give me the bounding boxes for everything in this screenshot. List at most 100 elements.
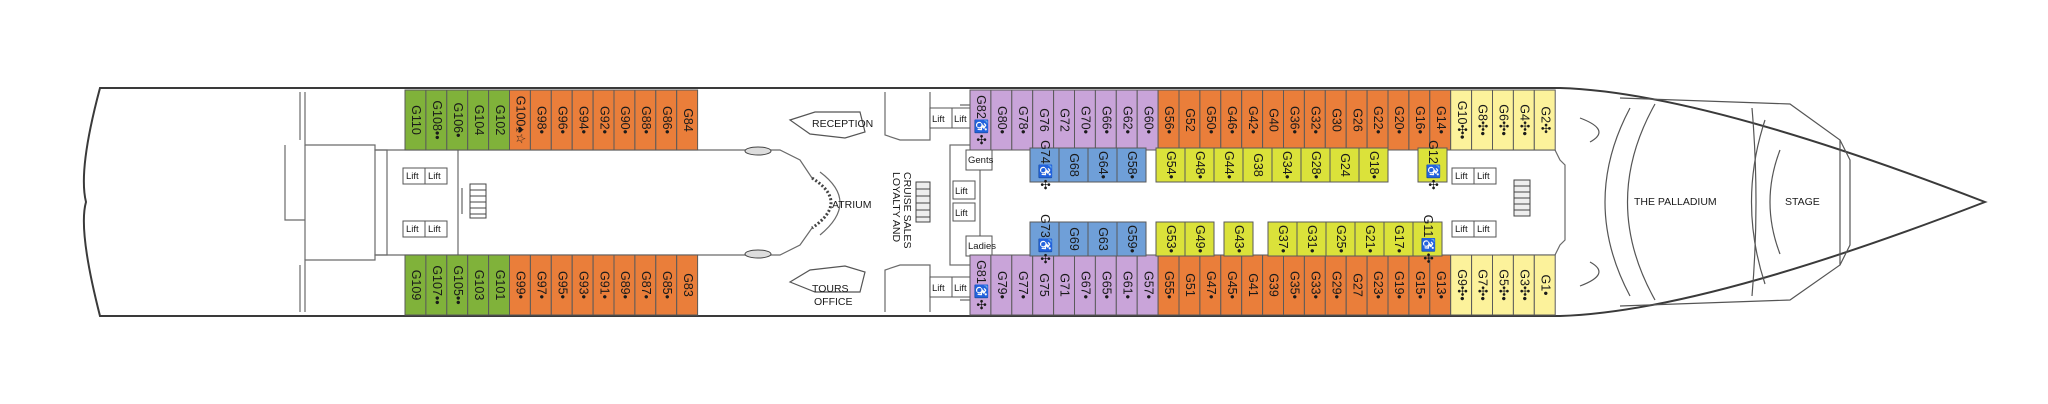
cabin-g34[interactable]: [1271, 147, 1302, 183]
cabin-label: G75: [1037, 273, 1051, 297]
cabin-label: G9✣•: [1455, 269, 1469, 301]
cabin-group-inner-top-c: G12♿✣: [1417, 140, 1448, 190]
cabin-label: G103: [472, 270, 486, 301]
cabin-group-inner-bottom-c: G43•: [1223, 221, 1254, 257]
cabin-label: G82♿✣: [974, 95, 989, 145]
cabin-label: G39: [1267, 273, 1281, 297]
stage-label: STAGE: [1785, 196, 1820, 208]
loyalty-cruise-sales-label: LOYALTY AND CRUISE SALES: [890, 172, 913, 248]
cabin-label: G17•: [1392, 225, 1406, 253]
loyalty-label-line2: CRUISE SALES: [901, 172, 913, 248]
cabin-label: G90•: [618, 106, 632, 134]
cabin-label: G95•: [556, 271, 570, 299]
cabin-g12[interactable]: [1417, 147, 1448, 183]
cabin-label: G26: [1350, 108, 1364, 132]
cabin-label: G77•: [1016, 271, 1030, 299]
lift-box: [1473, 167, 1497, 185]
cabin-label: G70•: [1079, 106, 1093, 134]
cabin-g1[interactable]: [1533, 254, 1556, 316]
cabin-label: G62•: [1121, 106, 1135, 134]
cabin-label: G1•: [1539, 274, 1553, 295]
cabin-g17[interactable]: [1383, 221, 1414, 257]
cabin-label: G53•: [1164, 225, 1178, 253]
cabin-g37[interactable]: [1267, 221, 1298, 257]
cabin-g24[interactable]: [1329, 147, 1360, 183]
cabin-g49[interactable]: [1184, 221, 1215, 257]
cabin-label: G67•: [1079, 271, 1093, 299]
tours-office-label-line1: TOURS: [812, 283, 849, 295]
lift-label: Lift: [406, 224, 419, 235]
forward-lifts: Lift Lift Lift Lift: [1451, 167, 1497, 238]
reception-label: RECEPTION: [812, 118, 873, 130]
lift-box: [952, 180, 976, 200]
lift-box: [952, 202, 976, 222]
cabin-g84[interactable]: [676, 89, 699, 151]
cabin-label: G107••: [430, 265, 444, 304]
cabin-g44[interactable]: [1213, 147, 1244, 183]
cabin-label: G109: [409, 270, 423, 301]
cabin-label: G20•: [1392, 106, 1406, 134]
cabin-label: G55•: [1162, 271, 1176, 299]
cabin-label: G80•: [995, 106, 1009, 134]
atrium-stairs: [744, 146, 931, 259]
cabin-g11[interactable]: [1412, 221, 1443, 257]
cabin-label: G30: [1330, 108, 1344, 132]
cabin-label: G64•: [1096, 151, 1110, 179]
cabin-label: G12♿✣: [1426, 140, 1441, 190]
cabin-label: G2✣: [1539, 106, 1553, 134]
cabin-label: G71: [1058, 273, 1072, 297]
cabin-g2[interactable]: [1533, 89, 1556, 151]
cabin-g59[interactable]: [1116, 221, 1147, 257]
aft-structures: [284, 92, 459, 312]
cabin-label: G46•: [1225, 106, 1239, 134]
cabin-g73[interactable]: [1029, 221, 1060, 257]
cabin-label: G10✣•: [1455, 101, 1469, 139]
cabin-label: G48•: [1193, 151, 1207, 179]
cabin-label: G8✣•: [1476, 104, 1490, 136]
cabin-label: G35•: [1288, 271, 1302, 299]
lift-label: Lift: [932, 283, 945, 294]
cabin-g18[interactable]: [1358, 147, 1389, 183]
cabin-label: G43•: [1232, 225, 1246, 253]
cabin-label: G96•: [556, 106, 570, 134]
aft-stairwell: [461, 183, 487, 219]
cabin-g63[interactable]: [1087, 221, 1118, 257]
cabin-g58[interactable]: [1116, 147, 1147, 183]
cabin-g28[interactable]: [1300, 147, 1331, 183]
cabin-label: G106•: [451, 103, 465, 138]
cabin-label: G93•: [576, 271, 590, 299]
reception-desk: [788, 111, 866, 139]
cabin-label: G94•: [576, 106, 590, 134]
cabin-g54[interactable]: [1155, 147, 1186, 183]
cabin-label: G89•: [618, 271, 632, 299]
cabin-g83[interactable]: [676, 254, 699, 316]
cabin-label: G47•: [1204, 271, 1218, 299]
cabin-label: G63: [1096, 227, 1110, 251]
lift-box: [1473, 220, 1497, 238]
cabin-g74[interactable]: [1029, 147, 1060, 183]
cabin-label: G36•: [1288, 106, 1302, 134]
cabin-g21[interactable]: [1354, 221, 1385, 257]
cabin-g43[interactable]: [1223, 221, 1254, 257]
cabin-label: G88•: [639, 106, 653, 134]
cabin-label: G27: [1350, 273, 1364, 297]
cabin-label: G99•: [514, 271, 528, 299]
cabin-g31[interactable]: [1296, 221, 1327, 257]
cabin-g64[interactable]: [1087, 147, 1118, 183]
cabin-label: G4✣•: [1518, 104, 1532, 136]
gents-label: Gents: [968, 155, 994, 166]
lift-label: Lift: [1477, 171, 1490, 182]
palladium-label: THE PALLADIUM: [1634, 196, 1717, 208]
cabin-g38[interactable]: [1242, 147, 1273, 183]
lift-label: Lift: [955, 208, 968, 219]
cabin-g69[interactable]: [1058, 221, 1089, 257]
cabin-label: G28•: [1309, 151, 1323, 179]
cabin-label: G21•: [1363, 225, 1377, 253]
cabin-label: G108••: [430, 100, 444, 139]
cabin-g68[interactable]: [1058, 147, 1089, 183]
cabin-label: G51: [1183, 273, 1197, 297]
